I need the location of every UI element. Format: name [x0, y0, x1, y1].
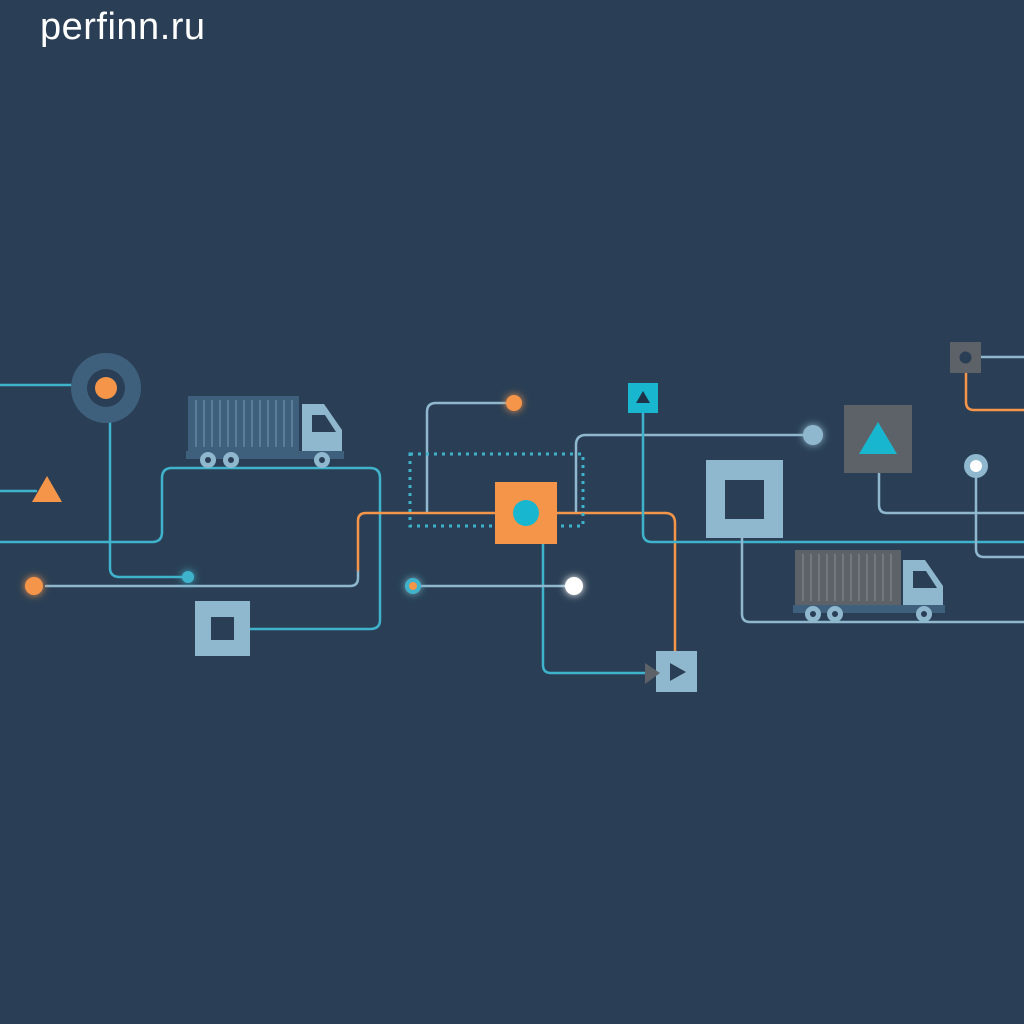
connector-line [541, 542, 650, 675]
connector-line [964, 371, 1024, 412]
dot-node-icon [506, 395, 522, 411]
glow-dots [25, 395, 823, 595]
triangle-icon [32, 476, 62, 502]
play-icon [645, 651, 697, 692]
dot-node-icon [803, 425, 823, 445]
dot-node-icon [565, 577, 583, 595]
ring-dot-node-icon [964, 454, 988, 478]
square-node-icon [706, 460, 783, 538]
connector-line [44, 568, 360, 588]
connector-line [0, 466, 382, 631]
triangle-box-icon [628, 383, 658, 413]
connector-line [356, 511, 497, 572]
ring-dot-node-icon [405, 578, 421, 594]
connector-line [425, 401, 508, 513]
square-node-icon [195, 601, 250, 656]
triangle-box-icon [844, 405, 912, 473]
connector-line [877, 471, 1024, 515]
connector-line [974, 474, 1024, 559]
connector-line [641, 410, 1024, 544]
connector-line [555, 511, 677, 654]
square-node-icon [950, 342, 981, 373]
connector-lines [0, 355, 1024, 675]
dot-node-icon [25, 577, 43, 595]
dotted-selection-box [408, 452, 585, 528]
truck-icon [793, 550, 945, 622]
dot-node-icon [182, 571, 194, 583]
connector-line [108, 420, 188, 579]
central-square-node-icon [495, 482, 557, 544]
connector-line [574, 433, 805, 513]
watermark: perfinn.ru [40, 6, 206, 48]
connector-line [740, 536, 1024, 624]
target-node-icon [71, 353, 141, 423]
truck-icon [186, 396, 344, 468]
